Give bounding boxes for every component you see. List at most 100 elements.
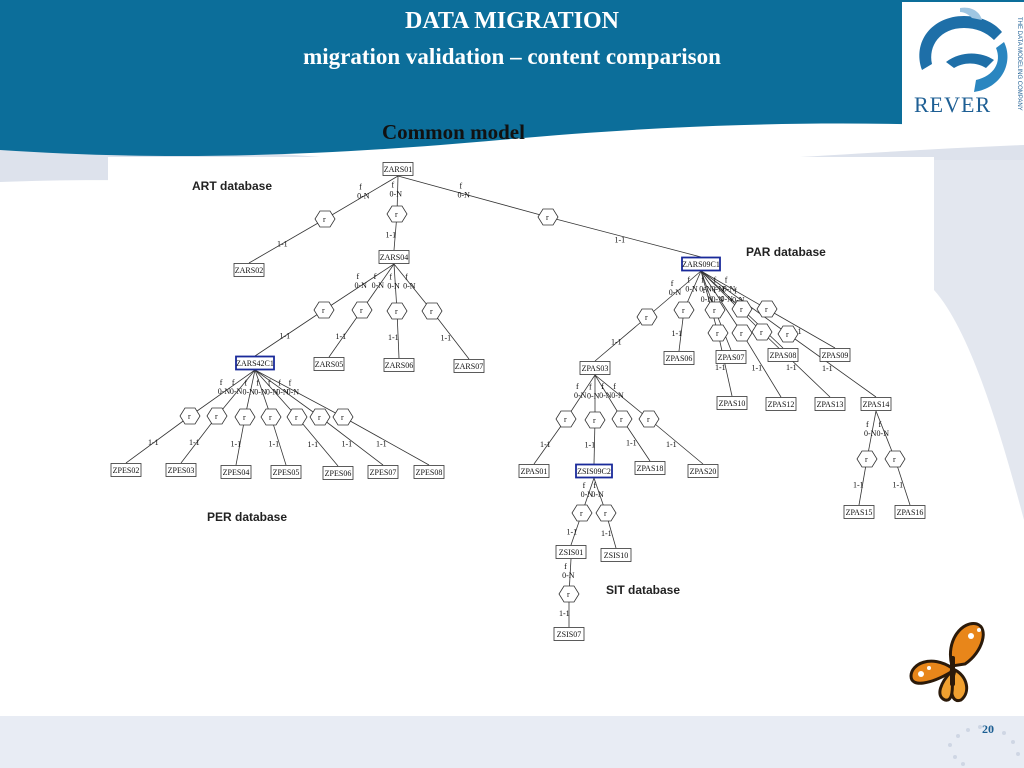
role-label: f bbox=[866, 420, 869, 429]
role-label: f bbox=[220, 378, 223, 387]
relationship-line bbox=[700, 270, 768, 310]
entity-node: ZPES02 bbox=[110, 463, 142, 477]
relationship-line bbox=[700, 270, 743, 334]
entity-label: ZPAS06 bbox=[666, 354, 693, 363]
role-label: f bbox=[701, 276, 704, 285]
relationship-line bbox=[741, 332, 782, 398]
relationship-label: r bbox=[786, 330, 789, 339]
relationship-hexagon: r bbox=[756, 300, 778, 318]
entity-node: ZARS06 bbox=[383, 358, 415, 372]
relationship-hexagon: r bbox=[314, 210, 336, 228]
cardinality-label: 1-1 bbox=[672, 329, 683, 338]
entity-label: ZPAS12 bbox=[768, 400, 795, 409]
entity-node: ZPAS16 bbox=[894, 505, 926, 519]
relationship-hexagon: r bbox=[777, 325, 799, 343]
relationship-hexagon: r bbox=[856, 450, 878, 468]
relationship-hexagon: r bbox=[234, 408, 256, 426]
entity-label: ZSIS09C2 bbox=[577, 467, 611, 476]
relationship-line bbox=[296, 416, 339, 467]
cardinality-label: 0-N bbox=[591, 490, 604, 499]
relationship-hexagon: r bbox=[351, 301, 373, 319]
entity-label: ZSIS01 bbox=[559, 548, 583, 557]
entity-node: ZARS42C1 bbox=[235, 355, 275, 371]
relationship-line bbox=[700, 270, 763, 333]
entity-node: ZPES03 bbox=[165, 463, 197, 477]
relationship-line bbox=[717, 332, 733, 397]
relationship-line bbox=[189, 369, 256, 417]
relationship-line bbox=[319, 416, 384, 466]
footer-swirl bbox=[948, 725, 1020, 766]
relationship-label: r bbox=[760, 328, 763, 337]
relationship-line bbox=[646, 270, 702, 318]
cardinality-label: 1-1 bbox=[277, 240, 288, 249]
relationship-line bbox=[323, 263, 395, 311]
cardinality-label: 0-N bbox=[701, 295, 714, 304]
cardinality-label: 0-N bbox=[685, 285, 698, 294]
cardinality-label: 0-N bbox=[287, 387, 300, 396]
role-label: f bbox=[245, 378, 248, 387]
entity-label: ZPAS14 bbox=[863, 400, 890, 409]
cardinality-label: 0-N bbox=[864, 429, 877, 438]
cardinality-label: 0-N bbox=[387, 281, 400, 290]
relationship-label: r bbox=[295, 413, 298, 422]
relationship-label: r bbox=[546, 213, 549, 222]
cardinality-label: 0-N bbox=[720, 295, 733, 304]
relationship-hexagon: r bbox=[884, 450, 906, 468]
cardinality-label: 1-1 bbox=[376, 440, 387, 449]
relationship-hexagon: r bbox=[571, 504, 593, 522]
entity-node: ZPAS15 bbox=[843, 505, 875, 519]
entity-node: ZSIS01 bbox=[555, 545, 587, 559]
entity-node: ZARS07 bbox=[453, 359, 485, 373]
role-label: f bbox=[289, 378, 292, 387]
relationship-lines bbox=[125, 175, 911, 627]
cardinality-label: 1-1 bbox=[822, 364, 833, 373]
relationship-line bbox=[393, 263, 433, 312]
relationship-hexagon: r bbox=[179, 407, 201, 425]
cardinality-label: 0-N bbox=[669, 288, 682, 297]
relationship-hexagon: r bbox=[611, 410, 633, 428]
relationship-label: r bbox=[322, 306, 325, 315]
relationship-line bbox=[342, 416, 430, 466]
role-label: f bbox=[232, 378, 235, 387]
cardinality-label: 1-1 bbox=[786, 363, 797, 372]
cardinality-label: 1-1 bbox=[853, 481, 864, 490]
page-number: 20 bbox=[982, 722, 994, 736]
entity-label: ZPES05 bbox=[273, 468, 300, 477]
relationship-line bbox=[254, 369, 298, 418]
role-label: f bbox=[725, 275, 728, 284]
role-label: f bbox=[722, 286, 725, 295]
cardinality-label: 1-1 bbox=[626, 439, 637, 448]
role-label: f bbox=[359, 183, 362, 192]
role-label: f bbox=[256, 378, 259, 387]
cardinality-label: 1-1 bbox=[336, 332, 347, 341]
entity-node: ZPAS20 bbox=[687, 464, 719, 478]
entity-label: ZPES06 bbox=[325, 469, 352, 478]
relationship-hexagon: r bbox=[555, 410, 577, 428]
entity-label: ZPES04 bbox=[223, 468, 250, 477]
relationship-label: r bbox=[893, 455, 896, 464]
cardinality-label: 1-1 bbox=[386, 231, 397, 240]
relationship-line bbox=[547, 216, 702, 258]
relationship-line bbox=[324, 175, 399, 220]
relationship-line bbox=[254, 369, 321, 418]
relationship-label: r bbox=[765, 305, 768, 314]
role-label: f bbox=[601, 382, 604, 391]
relationship-hexagon: r bbox=[332, 408, 354, 426]
relationship-line bbox=[594, 316, 648, 362]
relationship-label: r bbox=[269, 413, 272, 422]
role-label: f bbox=[589, 382, 592, 391]
relationship-label: r bbox=[740, 329, 743, 338]
cardinality-labels: f0-N1-1f0-N1-1f0-N1-1f0-N1-1f0-N1-1f0-N1… bbox=[148, 180, 903, 618]
relationship-hexagon: r bbox=[707, 324, 729, 342]
cardinality-label: 1-1 bbox=[308, 440, 319, 449]
cardinality-label: 0-N bbox=[218, 387, 231, 396]
role-label: f bbox=[405, 272, 408, 281]
relationship-line bbox=[594, 374, 650, 420]
cardinality-label: 0-N bbox=[372, 281, 385, 290]
entity-label: ZPAS07 bbox=[718, 353, 745, 362]
entity-label: ZPAS03 bbox=[582, 364, 609, 373]
database-label: ART database bbox=[192, 179, 272, 193]
